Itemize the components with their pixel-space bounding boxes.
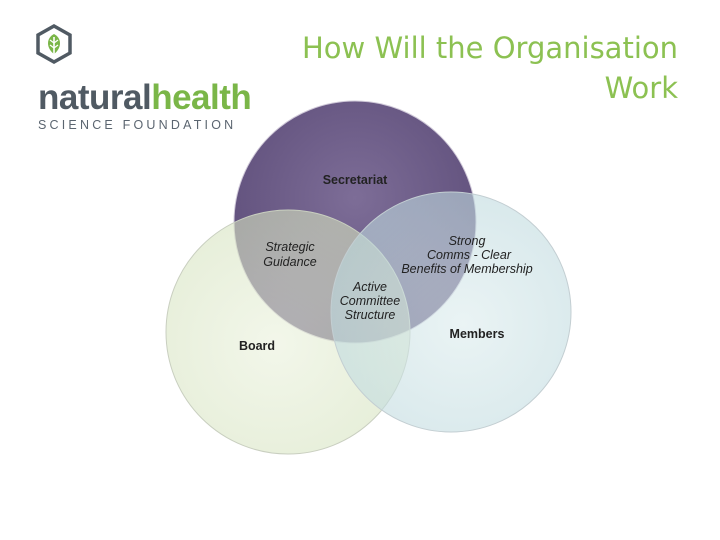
board-label: Board (239, 339, 275, 353)
active-committee-line-2: Committee (340, 294, 400, 308)
members-label: Members (450, 327, 505, 341)
secretariat-label: Secretariat (323, 173, 388, 187)
strong-comms-line-1: Strong (449, 234, 486, 248)
leaf-hexagon-icon (36, 24, 72, 64)
active-committee-line-1: Active (352, 280, 387, 294)
logo-wordmark: naturalhealth (38, 78, 252, 117)
logo-word-health: health (151, 78, 252, 117)
members-circle (330, 191, 572, 433)
logo-word-natural: natural (38, 78, 152, 117)
slide-title-line-1: How Will the Organisation (301, 31, 678, 65)
strategic-guidance-line-2: Guidance (263, 255, 317, 269)
active-committee-line-3: Structure (345, 308, 396, 322)
logo-subtitle: SCIENCE FOUNDATION (38, 118, 237, 132)
strong-comms-line-3: Benefits of Membership (401, 262, 532, 276)
strategic-guidance-line-1: Strategic (265, 240, 315, 254)
strong-comms-line-2: Comms - Clear (427, 248, 512, 262)
slide-title-line-2: Work (604, 71, 678, 105)
slide-title: How Will the Organisation Work (258, 28, 678, 108)
organisation-logo: naturalhealth SCIENCE FOUNDATION (34, 24, 254, 132)
